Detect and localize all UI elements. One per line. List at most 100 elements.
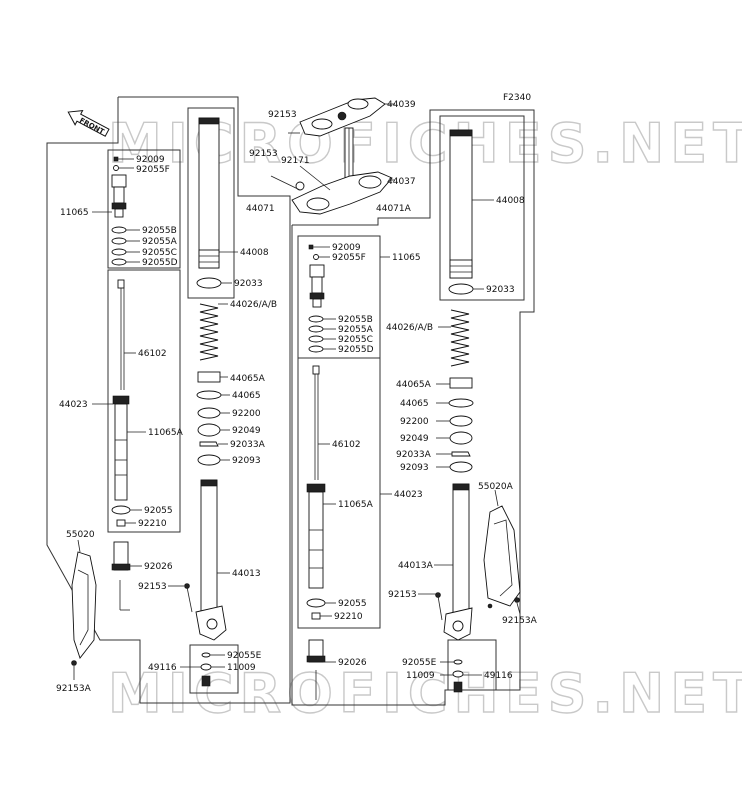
label-44013A: 44013A <box>398 561 434 571</box>
label-11065A-right: 11065A <box>338 500 374 510</box>
label-44026-left: 44026/A/B <box>230 300 277 310</box>
label-92153-top: 92153 <box>268 110 297 120</box>
label-44071A: 44071A <box>376 204 412 214</box>
left-bottom-box <box>189 644 239 694</box>
right-outer-tube <box>449 129 473 279</box>
left-outer-tube-box <box>187 107 235 299</box>
left-damper-box <box>107 269 181 533</box>
right-assembly-frame <box>291 109 535 706</box>
left-fork-spring <box>199 303 219 361</box>
label-44065A-right: 44065A <box>396 380 432 390</box>
right-92033-ring <box>448 283 474 295</box>
right-inner-tube-axle <box>443 483 473 641</box>
label-11009-left: 11009 <box>227 663 256 673</box>
left-92055-ring <box>111 505 131 515</box>
label-92055E-left: 92055E <box>227 651 262 661</box>
label-92033-right: 92033 <box>486 285 515 295</box>
label-11065A-left: 11065A <box>148 428 184 438</box>
left-cartridge-box <box>107 149 181 269</box>
label-92055F-right: 92055F <box>332 253 366 263</box>
label-46102-right: 46102 <box>332 440 361 450</box>
right-damper-rod <box>312 365 320 480</box>
steering-stem <box>344 127 354 181</box>
label-92055-left: 92055 <box>144 506 173 516</box>
left-assembly-frame <box>46 96 291 704</box>
right-92055-ring <box>306 598 326 608</box>
left-92210-seal <box>116 519 126 527</box>
label-44065-left: 44065 <box>232 391 261 401</box>
label-92055D-left: 92055D <box>142 258 178 268</box>
label-92210-left: 92210 <box>138 519 167 529</box>
label-92009-right: 92009 <box>332 243 361 253</box>
label-44023-right: 44023 <box>394 490 423 500</box>
front-arrow-icon: FRONT <box>67 110 110 137</box>
front-label: FRONT <box>78 116 106 136</box>
label-46102-left: 46102 <box>138 349 167 359</box>
label-92171: 92171 <box>281 156 310 166</box>
label-49116-left: 49116 <box>148 663 177 673</box>
right-seals-stack <box>448 377 474 473</box>
label-92055F-left: 92055F <box>136 165 170 175</box>
label-92055E-right: 92055E <box>402 658 437 668</box>
label-92153-right: 92153 <box>388 590 417 600</box>
right-92026-base-valve <box>306 639 326 663</box>
label-92210-right: 92210 <box>334 612 363 622</box>
right-bolt-92153 <box>435 592 443 621</box>
left-92033-ring <box>196 277 222 289</box>
left-fork-guard <box>71 551 97 666</box>
left-orings <box>111 226 127 266</box>
label-92153A-left: 92153A <box>56 684 92 694</box>
left-cartridge-cap <box>111 156 127 218</box>
label-44008-right: 44008 <box>496 196 525 206</box>
left-92026-base-valve <box>111 541 131 571</box>
part-labels: 92153 44039 92153 92171 44037 44071 4407… <box>56 100 538 694</box>
right-cartridge-cylinder <box>306 483 326 589</box>
label-92049-right: 92049 <box>400 434 429 444</box>
label-92200-left: 92200 <box>232 409 261 419</box>
left-outer-tube <box>198 117 220 269</box>
left-seals-stack <box>196 371 222 466</box>
label-44023-left: 44023 <box>59 400 88 410</box>
label-92026-left: 92026 <box>144 562 173 572</box>
label-92055-right: 92055 <box>338 599 367 609</box>
label-92055C-left: 92055C <box>142 248 177 258</box>
label-92093-right: 92093 <box>400 463 429 473</box>
left-cartridge-cylinder <box>112 395 130 501</box>
leader-lines <box>73 158 521 680</box>
label-92153A-right: 92153A <box>502 616 538 626</box>
label-92026-right: 92026 <box>338 658 367 668</box>
left-damper-rod <box>117 279 125 390</box>
label-92055A-right: 92055A <box>338 325 374 335</box>
label-55020A: 55020A <box>478 482 514 492</box>
label-92093-left: 92093 <box>232 456 261 466</box>
label-92009-left: 92009 <box>136 155 165 165</box>
label-11065-left: 11065 <box>60 208 89 218</box>
label-92153-mid: 92153 <box>249 149 278 159</box>
right-bottom-parts <box>452 659 464 693</box>
label-44026-right: 44026/A/B <box>386 323 433 333</box>
label-92055A-left: 92055A <box>142 237 178 247</box>
label-55020: 55020 <box>66 530 95 540</box>
right-92210-seal <box>311 612 321 620</box>
right-orings <box>308 315 324 353</box>
label-11065-right: 11065 <box>392 253 421 263</box>
left-bolt-92153 <box>184 583 193 613</box>
label-44071: 44071 <box>246 204 275 214</box>
label-92049-left: 92049 <box>232 426 261 436</box>
label-44008-left: 44008 <box>240 248 269 258</box>
label-92055B-right: 92055B <box>338 315 373 325</box>
label-44065-right: 44065 <box>400 399 429 409</box>
label-92033A-right: 92033A <box>396 450 432 460</box>
label-92055B-left: 92055B <box>142 226 177 236</box>
label-92153-left: 92153 <box>138 582 167 592</box>
label-49116-right: 49116 <box>484 671 513 681</box>
right-bottom-box <box>447 639 497 691</box>
label-92033A-left: 92033A <box>230 440 266 450</box>
label-92055D-right: 92055D <box>338 345 374 355</box>
label-44039: 44039 <box>387 100 416 110</box>
label-44013: 44013 <box>232 569 261 579</box>
label-44037: 44037 <box>387 177 416 187</box>
label-92055C-right: 92055C <box>338 335 373 345</box>
